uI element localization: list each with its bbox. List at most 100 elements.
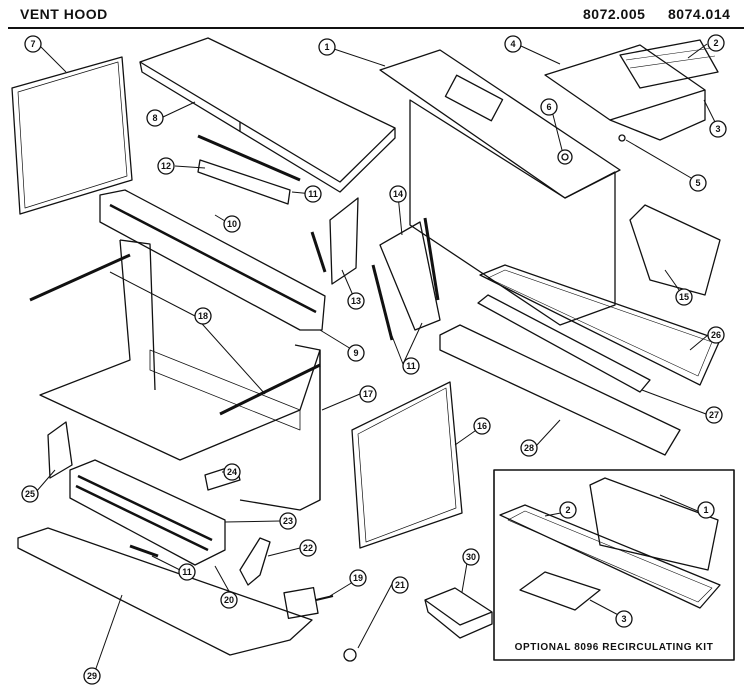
side-panel-left-inner [17,61,128,209]
screw-drawing [618,134,626,142]
svg-text:25: 25 [25,489,35,499]
kit-callout-3: 3 [615,610,633,628]
side-panel-right-drawing [351,381,463,549]
light-rail-rod [197,134,301,182]
side-panel-left-drawing [11,56,133,215]
heater-grille-louver [77,474,213,542]
hood-body-front [409,99,616,326]
wire-right [219,363,321,416]
model-number-primary: 8072.005 [583,6,646,22]
end-bracket-drawing [239,537,271,586]
svg-text:3: 3 [621,614,626,624]
svg-text:11: 11 [182,567,192,577]
svg-text:5: 5 [695,178,700,188]
leader-lines [35,43,719,675]
callout-8: 8 [146,109,164,127]
callout-23: 23 [279,512,297,530]
svg-text:30: 30 [466,552,476,562]
svg-text:13: 13 [351,296,361,306]
damper-drawing [629,204,721,296]
svg-text:28: 28 [524,443,534,453]
callout-11-c: 11 [178,563,196,581]
svg-text:4: 4 [510,39,515,49]
callout-9: 9 [347,344,365,362]
callout-24: 24 [223,463,241,481]
callout-17: 17 [359,385,377,403]
callout-12: 12 [157,157,175,175]
svg-text:11: 11 [308,189,318,199]
svg-text:6: 6 [546,102,551,112]
hood-body-top [379,49,621,199]
callout-7: 7 [24,35,42,53]
svg-text:24: 24 [227,467,237,477]
grease-filter-drawing [479,264,721,386]
clip-rod-a [310,231,327,273]
motor-drawing [283,586,319,620]
callout-10: 10 [223,215,241,233]
wire-left [29,253,131,302]
kit-pad-drawing [519,571,601,611]
svg-text:19: 19 [353,573,363,583]
svg-text:8: 8 [152,113,157,123]
front-rail-louver [109,203,317,314]
svg-text:2: 2 [565,505,570,515]
clip-rod-b [371,264,394,341]
callout-15: 15 [675,288,693,306]
bracket-13-drawing [329,197,359,285]
callout-16: 16 [473,417,491,435]
heater-grille-drawing [69,459,226,566]
front-rail-drawing [99,189,326,331]
main-frame-drawing [39,239,321,511]
kit-panel-drawing [589,477,719,571]
kit-box [493,469,735,661]
svg-text:17: 17 [363,389,373,399]
light-rail-drawing [197,159,291,205]
light-tube-drawing [477,294,651,393]
knob-drawing [343,648,357,662]
callout-20: 20 [220,591,238,609]
svg-text:27: 27 [709,410,719,420]
callout-30: 30 [462,548,480,566]
filter-top-drawing [619,39,719,89]
callout-14: 14 [389,185,407,203]
callout-5: 5 [689,174,707,192]
callout-11-b: 11 [402,357,420,375]
blower-housing-top-drawing [544,44,706,121]
svg-text:21: 21 [395,580,405,590]
callout-28: 28 [520,439,538,457]
grommet-drawing [557,149,573,165]
callout-25: 25 [21,485,39,503]
clip-small [129,544,159,558]
svg-text:1: 1 [703,505,708,515]
svg-text:3: 3 [715,124,720,134]
main-frame-panel [149,349,301,431]
duct-bracket-drawing [379,221,441,331]
callout-3: 3 [709,120,727,138]
svg-text:9: 9 [353,348,358,358]
svg-text:20: 20 [224,595,234,605]
callout-27: 27 [705,406,723,424]
page-title: VENT HOOD [20,6,108,22]
callout-2: 2 [707,34,725,52]
callout-1: 1 [318,38,336,56]
filter-package-drawing [424,587,493,626]
kit-callout-1: 1 [697,501,715,519]
svg-text:18: 18 [198,311,208,321]
callout-22: 22 [299,539,317,557]
svg-text:12: 12 [161,161,171,171]
svg-text:29: 29 [87,671,97,681]
callout-21: 21 [391,576,409,594]
blower-housing-side [609,90,706,141]
callout-18: 18 [194,307,212,325]
grease-filter-mesh [487,269,713,377]
callout-29: 29 [83,667,101,685]
svg-text:1: 1 [324,42,329,52]
kit-filter-drawing [499,504,721,609]
top-cover-edge [139,61,396,193]
svg-text:11: 11 [406,361,416,371]
callout-6: 6 [540,98,558,116]
kit-caption: OPTIONAL 8096 RECIRCULATING KIT [515,642,714,653]
callout-11-a: 11 [304,185,322,203]
